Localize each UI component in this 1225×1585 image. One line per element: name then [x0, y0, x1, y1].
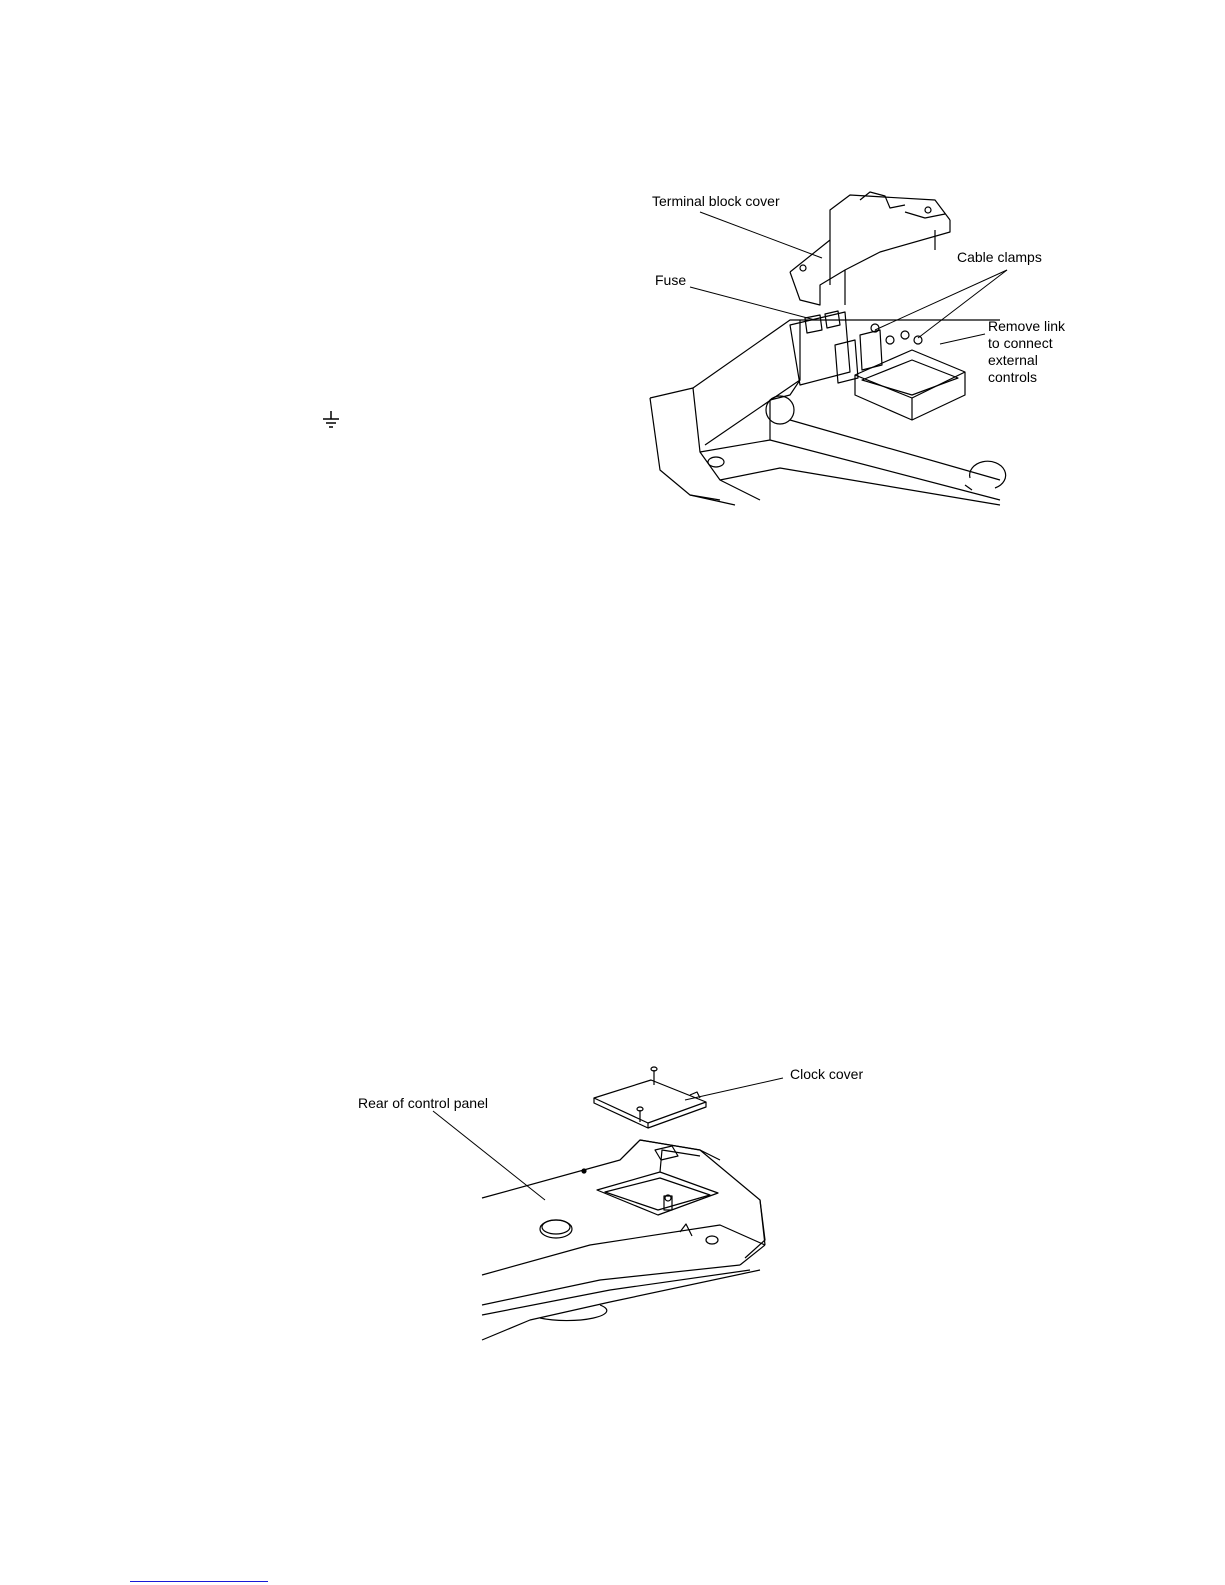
rear-of-control-panel-label: Rear of control panel [358, 1095, 488, 1112]
clock-cover-label: Clock cover [790, 1066, 863, 1083]
footer-rule [130, 1581, 268, 1582]
